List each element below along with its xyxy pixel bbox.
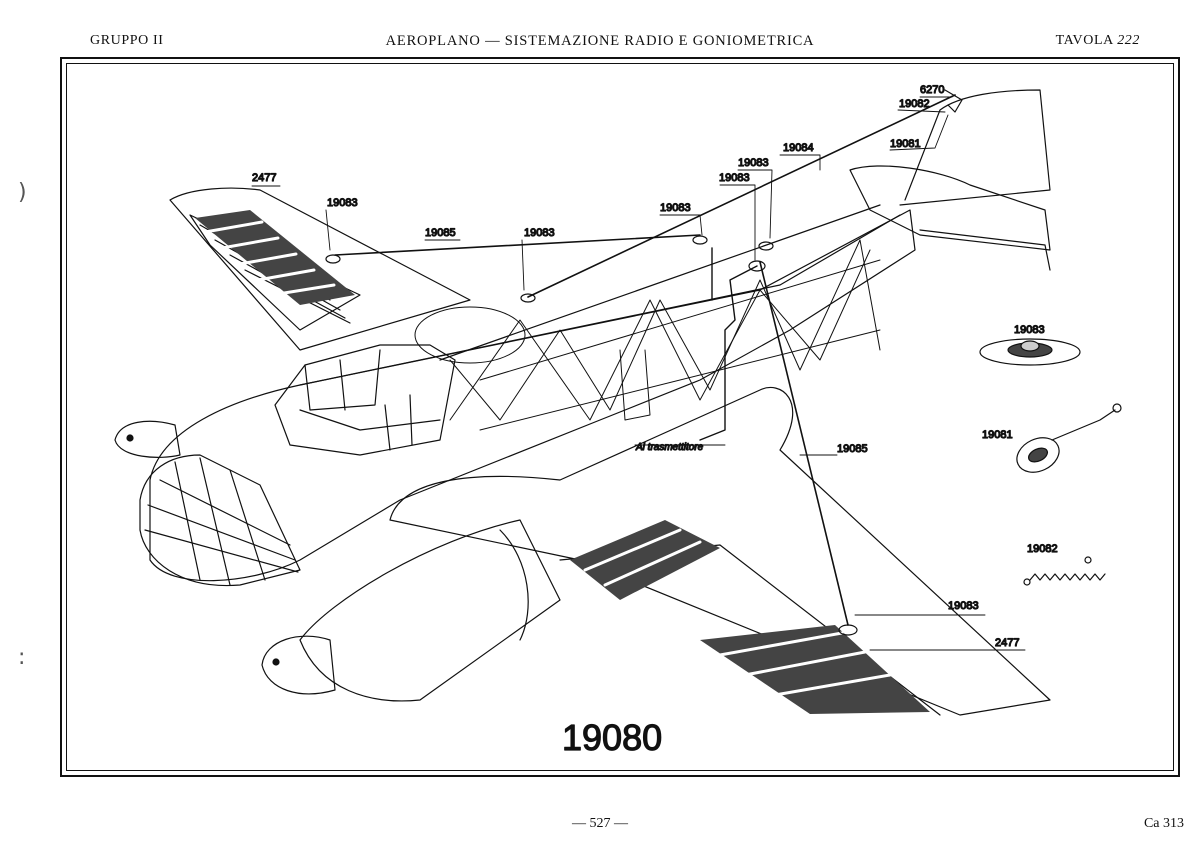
plate-title: AEROPLANO — SISTEMAZIONE RADIO E GONIOME…: [385, 33, 815, 49]
page-number: — 527 —: [572, 816, 628, 831]
left-wing-rib-lines: [203, 220, 336, 296]
glazed-nose: [139, 454, 301, 587]
engine-nacelle: [299, 519, 561, 702]
callout-19083-b: 19083: [719, 172, 750, 184]
transmitter-lead: [699, 247, 758, 441]
propeller-spinners: [114, 420, 336, 695]
right-wing-fabric-panels: [570, 520, 930, 714]
group-label: GRUPPO II: [90, 33, 164, 48]
callout-19085-top: 19085: [425, 227, 456, 239]
insulator-fittings: [325, 89, 963, 636]
fuselage-outline: [149, 204, 916, 582]
binding-hole-mark: :: [18, 645, 26, 670]
plate-number-label: TAVOLA 222: [1056, 33, 1140, 49]
drawing-frame: [60, 57, 1180, 777]
callout-19083-c: 19083: [660, 202, 691, 214]
detail-spring-19082: [1023, 556, 1106, 586]
callout-19085-right: 19085: [837, 443, 868, 455]
fuselage-truss: [414, 239, 881, 431]
antenna-wires: [334, 94, 956, 626]
plate-number: 222: [1117, 33, 1140, 48]
legend-19083: 19083: [1014, 324, 1045, 336]
detail-insulator-19083: [979, 338, 1081, 366]
callout-2477-top: 2477: [252, 172, 276, 184]
binding-hole-mark: ): [18, 180, 27, 205]
callout-6270: 6270: [920, 84, 944, 96]
tail-plane: [849, 89, 1051, 271]
assembly-number: 19080: [562, 717, 662, 758]
callout-19081-top: 19081: [890, 138, 921, 150]
callout-2477-bottom: 2477: [995, 637, 1019, 649]
legend-19082: 19082: [1027, 543, 1058, 555]
callout-19083-a: 19083: [738, 157, 769, 169]
callout-leaders: [251, 96, 1026, 651]
manual-code: Ca 313: [1143, 816, 1184, 831]
legend-19081: 19081: [982, 429, 1013, 441]
callout-19082-top: 19082: [899, 98, 930, 110]
right-wing: [389, 386, 1051, 716]
callout-19084: 19084: [783, 142, 814, 154]
callout-19083-mid: 19083: [524, 227, 555, 239]
callout-19083-bottom: 19083: [948, 600, 979, 612]
canopy: [274, 344, 456, 456]
right-wing-rib-lines: [583, 528, 892, 697]
detail-weight-19081: [1016, 403, 1122, 473]
transmitter-note: Al trasmettitore: [635, 442, 704, 453]
plate-word: TAVOLA: [1055, 33, 1114, 48]
drawing-frame-inner: [66, 63, 1174, 771]
callout-19083-left: 19083: [327, 197, 358, 209]
